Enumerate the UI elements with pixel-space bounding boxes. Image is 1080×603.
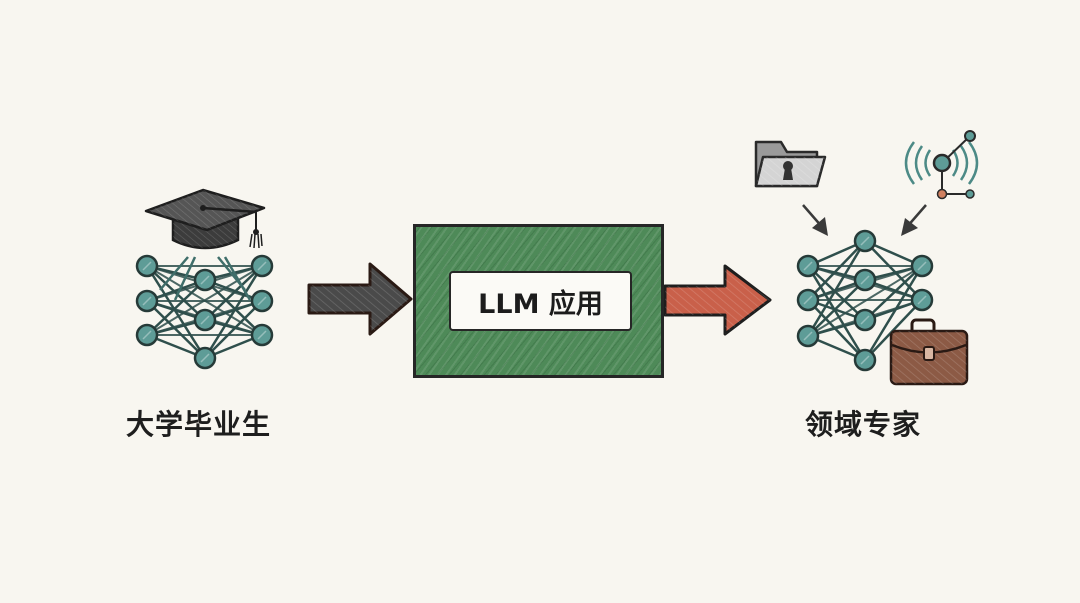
network-edge [203, 265, 264, 359]
network-node [250, 254, 274, 278]
network-edge [807, 265, 866, 321]
network-edge [864, 265, 923, 321]
network-edge [146, 279, 206, 336]
node-highlight [860, 315, 870, 325]
node-highlight [200, 353, 210, 363]
node-highlight [200, 275, 210, 285]
network-edge [173, 256, 197, 301]
llm-application-label: LLM 应用 [449, 271, 632, 331]
network-edge [807, 279, 866, 337]
network-edge [864, 240, 923, 301]
neural-network-icon [796, 229, 934, 372]
node-highlight [257, 330, 267, 340]
node-highlight [917, 295, 927, 305]
network-edge [204, 279, 263, 336]
network-edge [807, 299, 866, 361]
signal-to-network-arrow [901, 204, 927, 236]
network-edge [145, 265, 207, 359]
node-highlight [917, 261, 927, 271]
network-edge [204, 300, 263, 359]
network-node [853, 229, 877, 253]
network-node [796, 324, 820, 348]
signal-network-icon [904, 130, 979, 200]
node-highlight [257, 296, 267, 306]
node-highlight [142, 261, 152, 271]
locked-folder-icon [754, 140, 827, 188]
node-highlight [200, 315, 210, 325]
network-node [910, 254, 934, 278]
network-edge [159, 256, 189, 291]
network-node [796, 254, 820, 278]
network-edge [806, 240, 867, 337]
node-highlight [803, 295, 813, 305]
network-node [910, 288, 934, 312]
network-edge [146, 265, 263, 336]
node-highlight [860, 355, 870, 365]
target-label: 领域专家 [805, 408, 922, 441]
node-highlight [142, 330, 152, 340]
node-highlight [803, 261, 813, 271]
network-node [193, 268, 217, 292]
network-edge [146, 300, 206, 359]
network-node [135, 289, 159, 313]
input-arrow [307, 262, 413, 336]
network-edge [807, 265, 923, 337]
network-node [853, 308, 877, 332]
network-node [193, 346, 217, 370]
node-highlight [860, 275, 870, 285]
briefcase-icon [889, 318, 969, 386]
network-edge [806, 265, 867, 361]
node-highlight [860, 236, 870, 246]
network-node [135, 323, 159, 347]
node-highlight [803, 331, 813, 341]
graduation-cap-icon [144, 188, 266, 250]
network-node [853, 348, 877, 372]
network-node [193, 308, 217, 332]
network-edge [807, 240, 866, 301]
folder-to-network-arrow [802, 204, 828, 236]
node-highlight [142, 296, 152, 306]
network-node [853, 268, 877, 292]
source-label: 大学毕业生 [126, 408, 272, 441]
network-edge [863, 265, 924, 361]
network-edge [223, 256, 252, 301]
network-node [796, 288, 820, 312]
neural-network-icon [135, 254, 274, 370]
output-arrow [663, 264, 772, 336]
network-node [135, 254, 159, 278]
network-node [250, 289, 274, 313]
network-node [250, 323, 274, 347]
node-highlight [257, 261, 267, 271]
network-edge [864, 299, 923, 361]
